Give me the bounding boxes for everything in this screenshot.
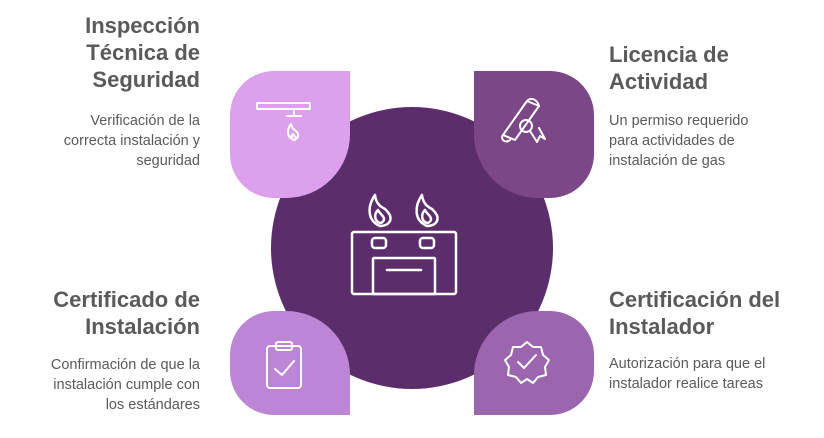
clipboard-check-icon — [266, 341, 302, 389]
petal-top-right — [474, 71, 594, 198]
badge-check-icon — [504, 341, 550, 384]
title-inspeccion: Inspección Técnica de Seguridad — [85, 13, 200, 92]
center-circle — [271, 107, 553, 389]
title-certificacion: Certificación del Instalador — [609, 287, 781, 339]
description-certificacion: Autorización para que el instalador real… — [609, 356, 766, 392]
description-licencia: Un permiso requerido para actividades de… — [609, 113, 749, 169]
description-certificado: Confirmación de que la instalación cumpl… — [50, 357, 200, 413]
gas-stove-icon — [350, 193, 458, 296]
title-licencia: Licencia de Actividad — [609, 42, 729, 94]
gas-detector-icon — [256, 102, 311, 141]
diploma-icon — [501, 97, 546, 143]
title-certificado: Certificado de Instalación — [53, 287, 200, 339]
petal-bottom-left — [230, 311, 350, 415]
description-inspeccion: Verificación de la correcta instalación … — [63, 113, 200, 169]
petal-bottom-right — [474, 311, 594, 415]
